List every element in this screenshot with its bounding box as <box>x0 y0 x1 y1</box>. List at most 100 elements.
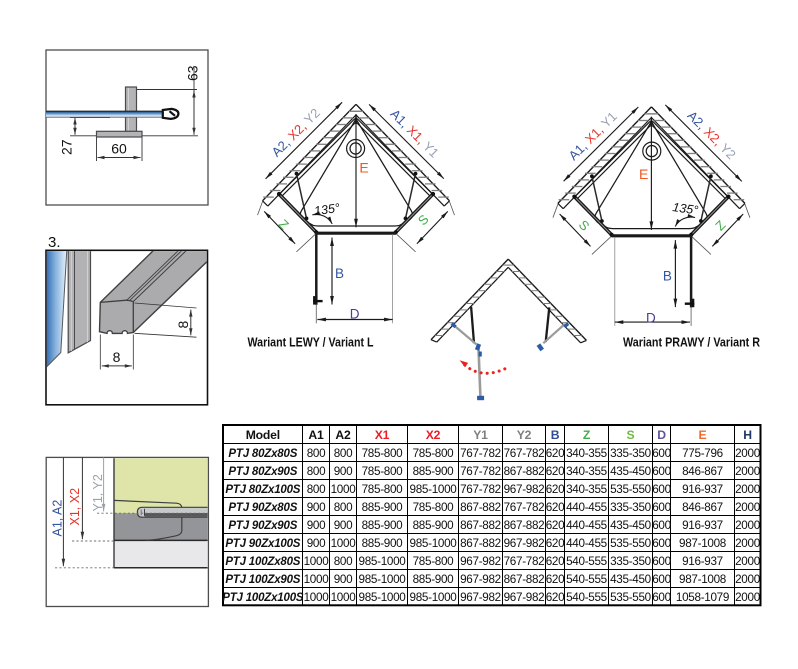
svg-text:Y1, Y2: Y1, Y2 <box>91 474 105 511</box>
svg-text:785-800: 785-800 <box>362 483 404 496</box>
svg-text:600: 600 <box>652 465 671 478</box>
svg-text:X1: X1 <box>375 428 390 442</box>
svg-text:900: 900 <box>307 537 326 550</box>
svg-text:8: 8 <box>175 321 191 329</box>
svg-text:800: 800 <box>334 501 353 514</box>
svg-text:767-782: 767-782 <box>460 447 501 460</box>
svg-text:E: E <box>699 428 707 442</box>
svg-text:800: 800 <box>334 447 353 460</box>
svg-text:S: S <box>415 211 432 228</box>
svg-text:800: 800 <box>307 465 326 478</box>
svg-text:2000: 2000 <box>735 483 761 496</box>
svg-text:620: 620 <box>546 465 565 478</box>
svg-text:867-882: 867-882 <box>460 537 501 550</box>
svg-text:340-355: 340-355 <box>566 465 608 478</box>
svg-text:1058-1079: 1058-1079 <box>676 591 729 604</box>
svg-text:867-882: 867-882 <box>460 501 501 514</box>
svg-text:600: 600 <box>652 447 671 460</box>
svg-text:S: S <box>627 428 635 442</box>
svg-text:135°: 135° <box>313 201 341 218</box>
svg-text:900: 900 <box>334 573 353 586</box>
svg-text:900: 900 <box>307 501 326 514</box>
svg-text:620: 620 <box>546 555 565 568</box>
svg-text:A1, X1, Y1: A1, X1, Y1 <box>566 109 620 163</box>
svg-text:440-455: 440-455 <box>566 537 608 550</box>
svg-text:1000: 1000 <box>304 573 330 586</box>
svg-text:D: D <box>646 311 656 326</box>
svg-text:D: D <box>657 428 666 442</box>
svg-text:440-455: 440-455 <box>566 519 608 532</box>
svg-text:2000: 2000 <box>735 447 761 460</box>
svg-text:620: 620 <box>546 447 565 460</box>
svg-text:60: 60 <box>111 141 127 157</box>
svg-text:885-900: 885-900 <box>413 519 455 532</box>
svg-text:900: 900 <box>307 519 326 532</box>
svg-text:A2: A2 <box>335 428 351 442</box>
svg-text:987-1008: 987-1008 <box>679 537 726 550</box>
svg-text:846-867: 846-867 <box>682 465 723 478</box>
svg-text:800: 800 <box>334 555 353 568</box>
svg-text:540-555: 540-555 <box>566 591 608 604</box>
svg-text:985-1000: 985-1000 <box>410 591 458 604</box>
svg-text:885-900: 885-900 <box>413 465 455 478</box>
svg-text:1000: 1000 <box>304 555 330 568</box>
svg-text:885-900: 885-900 <box>413 573 455 586</box>
svg-text:1000: 1000 <box>304 591 330 604</box>
svg-text:785-800: 785-800 <box>362 465 404 478</box>
svg-text:967-982: 967-982 <box>460 573 501 586</box>
svg-text:540-555: 540-555 <box>566 573 608 586</box>
svg-text:Model: Model <box>246 428 280 442</box>
svg-text:800: 800 <box>307 483 326 496</box>
svg-text:PTJ 90Zx80S: PTJ 90Zx80S <box>228 502 297 514</box>
svg-text:985-1000: 985-1000 <box>359 573 407 586</box>
svg-text:967-982: 967-982 <box>460 591 501 604</box>
svg-text:2000: 2000 <box>735 465 761 478</box>
svg-text:767-782: 767-782 <box>460 483 501 496</box>
svg-text:600: 600 <box>652 483 671 496</box>
svg-text:27: 27 <box>59 139 75 155</box>
svg-text:PTJ 100Zx80S: PTJ 100Zx80S <box>225 556 300 568</box>
svg-text:X2: X2 <box>426 428 441 442</box>
svg-text:600: 600 <box>652 519 671 532</box>
svg-text:620: 620 <box>546 573 565 586</box>
svg-text:Y1: Y1 <box>473 428 488 442</box>
svg-text:2000: 2000 <box>735 573 761 586</box>
svg-text:767-782: 767-782 <box>504 555 545 568</box>
svg-text:8: 8 <box>113 349 121 365</box>
svg-text:785-800: 785-800 <box>413 447 455 460</box>
svg-text:900: 900 <box>334 519 353 532</box>
svg-text:335-350: 335-350 <box>610 501 652 514</box>
svg-text:620: 620 <box>546 591 565 604</box>
svg-text:600: 600 <box>652 555 671 568</box>
svg-text:535-550: 535-550 <box>610 591 652 604</box>
svg-text:540-555: 540-555 <box>566 555 608 568</box>
svg-text:916-937: 916-937 <box>682 555 723 568</box>
svg-text:800: 800 <box>307 447 326 460</box>
svg-text:340-355: 340-355 <box>566 447 608 460</box>
svg-text:985-1000: 985-1000 <box>410 537 458 550</box>
svg-text:3.: 3. <box>48 234 61 251</box>
svg-text:967-982: 967-982 <box>504 591 545 604</box>
svg-text:Z: Z <box>712 217 728 233</box>
svg-text:PTJ 90Zx100S: PTJ 90Zx100S <box>225 538 300 550</box>
svg-text:785-800: 785-800 <box>413 501 455 514</box>
svg-text:785-800: 785-800 <box>413 555 455 568</box>
svg-text:985-1000: 985-1000 <box>359 555 407 568</box>
svg-text:600: 600 <box>652 501 671 514</box>
svg-text:435-450: 435-450 <box>610 519 652 532</box>
svg-text:775-796: 775-796 <box>682 447 723 460</box>
svg-text:867-882: 867-882 <box>504 519 545 532</box>
svg-text:600: 600 <box>652 591 671 604</box>
svg-text:H: H <box>743 428 752 442</box>
svg-text:620: 620 <box>546 537 565 550</box>
svg-text:440-455: 440-455 <box>566 501 608 514</box>
svg-text:600: 600 <box>652 573 671 586</box>
svg-text:E: E <box>639 166 648 182</box>
svg-text:985-1000: 985-1000 <box>359 591 407 604</box>
svg-text:135°: 135° <box>672 200 700 217</box>
svg-text:916-937: 916-937 <box>682 483 723 496</box>
svg-text:2000: 2000 <box>735 537 761 550</box>
svg-text:900: 900 <box>334 465 353 478</box>
svg-text:2000: 2000 <box>735 501 761 514</box>
svg-text:967-982: 967-982 <box>460 555 501 568</box>
